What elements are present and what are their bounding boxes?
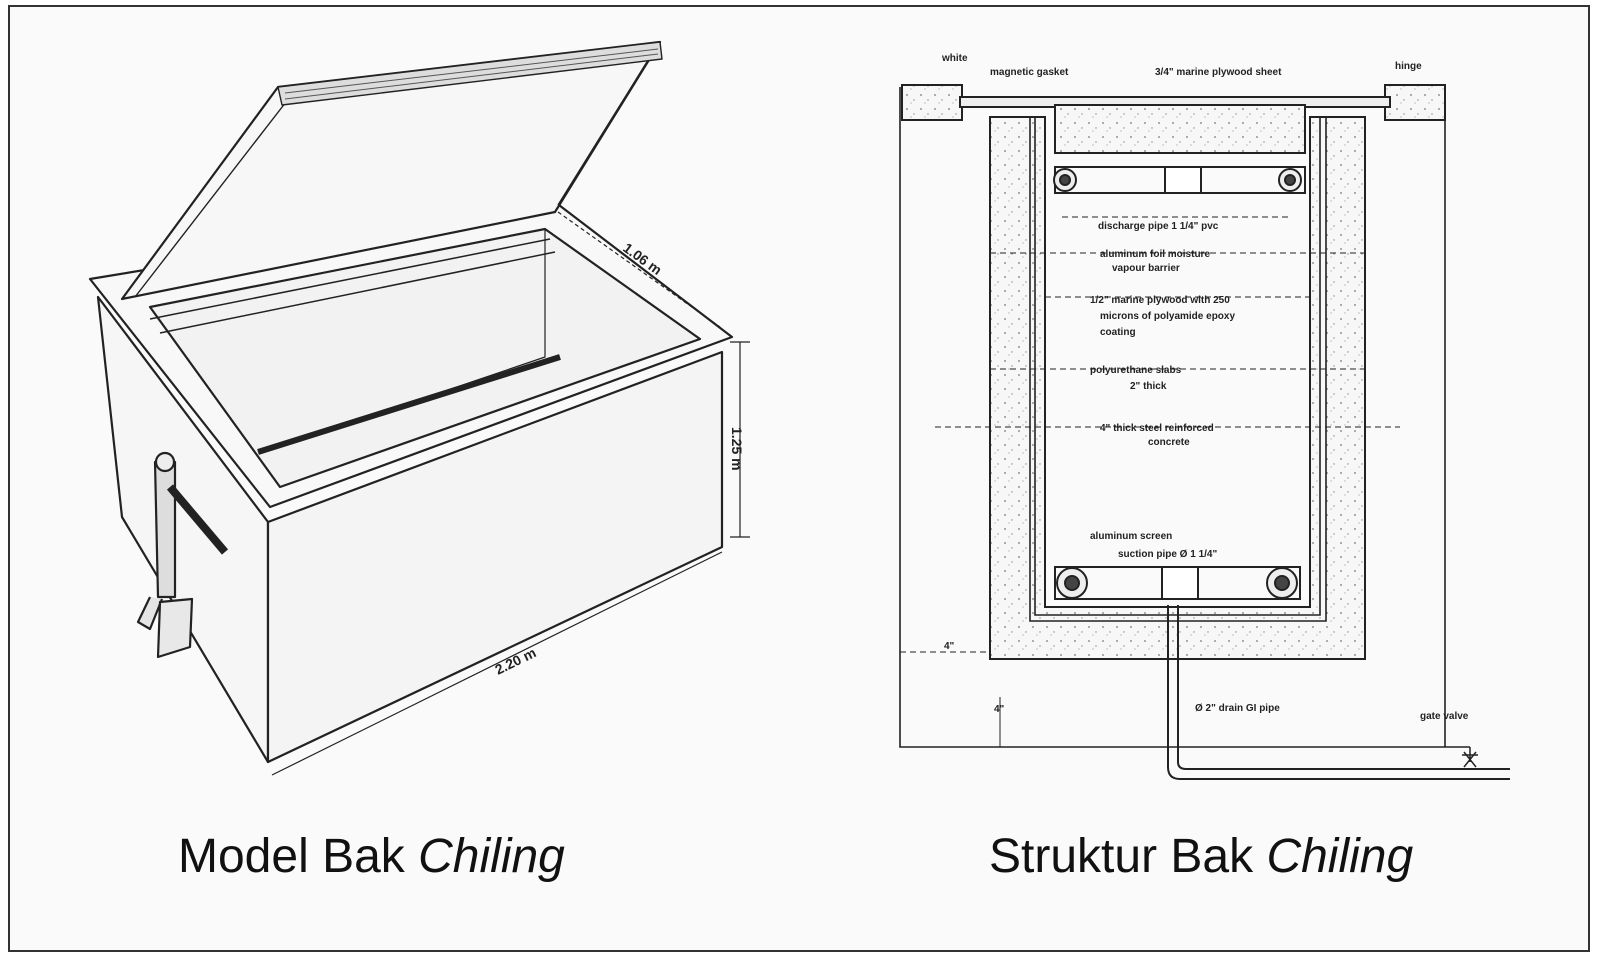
plywood-sheet-label: 3/4" marine plywood sheet bbox=[1155, 67, 1282, 78]
concrete-label-2: concrete bbox=[1148, 437, 1190, 448]
foil-barrier-label-1: aluminum foil moisture bbox=[1100, 249, 1210, 260]
tank-model-svg: 1.06 m 1.25 m 2.20 m bbox=[88, 40, 750, 776]
aluminum-screen-label: aluminum screen bbox=[1090, 531, 1172, 542]
drain-pipe bbox=[1167, 605, 1510, 780]
gate-valve-symbol bbox=[1462, 747, 1478, 768]
liner-plywood-label-3: coating bbox=[1100, 327, 1136, 338]
concrete-wall bbox=[989, 116, 1366, 660]
tank-opening bbox=[148, 227, 702, 489]
base-thickness-label: 4" bbox=[994, 704, 1005, 715]
left-top-slab bbox=[901, 84, 963, 121]
hinge-label: hinge bbox=[1395, 61, 1422, 72]
magnetic-gasket-label: magnetic gasket bbox=[990, 67, 1069, 78]
chilling-tank-structure-drawing: white magnetic gasket 3/4" marine plywoo… bbox=[890, 7, 1530, 807]
concrete-label-1: 4" thick steel reinforced bbox=[1100, 423, 1214, 434]
chilling-tank-model-drawing: 1.06 m 1.25 m 2.20 m bbox=[10, 7, 770, 807]
gate-valve-label: gate valve bbox=[1420, 711, 1469, 722]
right-top-slab bbox=[1384, 84, 1446, 121]
left-caption-italic: Chiling bbox=[418, 830, 565, 883]
liner-plywood-label-2: microns of polyamide epoxy bbox=[1100, 311, 1235, 322]
tank-front-face bbox=[266, 350, 724, 764]
depth-dimension-line bbox=[557, 211, 721, 328]
right-caption-text: Struktur Bak bbox=[989, 830, 1267, 883]
side-valve bbox=[153, 460, 177, 599]
left-caption: Model Bak Chiling bbox=[178, 829, 565, 884]
drain-pipe-label: Ø 2" drain GI pipe bbox=[1195, 703, 1280, 714]
length-dimension-line bbox=[271, 551, 723, 776]
suction-pipe-label: suction pipe Ø 1 1/4" bbox=[1118, 549, 1217, 560]
left-caption-text: Model Bak bbox=[178, 830, 419, 883]
polyurethane-label-2: 2" thick bbox=[1130, 381, 1167, 392]
inner-lid-block bbox=[1054, 104, 1306, 154]
height-dimension-label: 1.25 m bbox=[729, 427, 745, 471]
discharge-pipe-label: discharge pipe 1 1/4" pvc bbox=[1098, 221, 1219, 232]
inner-pipe bbox=[257, 354, 561, 455]
right-caption-italic: Chiling bbox=[1266, 830, 1414, 883]
white-label: white bbox=[941, 53, 968, 64]
right-caption: Struktur Bak Chiling bbox=[989, 829, 1413, 884]
tank-structure-svg: white magnetic gasket 3/4" marine plywoo… bbox=[899, 53, 1510, 780]
foil-barrier-label-2: vapour barrier bbox=[1112, 263, 1180, 274]
wall-thickness-label: 4" bbox=[944, 641, 955, 652]
liner-plywood-label-1: 1/2" marine plywood with 250 bbox=[1090, 295, 1230, 306]
ground-outline bbox=[899, 87, 1470, 748]
polyurethane-label-1: polyurethane slabs bbox=[1090, 365, 1182, 376]
figure-frame: 1.06 m 1.25 m 2.20 m bbox=[8, 5, 1590, 952]
